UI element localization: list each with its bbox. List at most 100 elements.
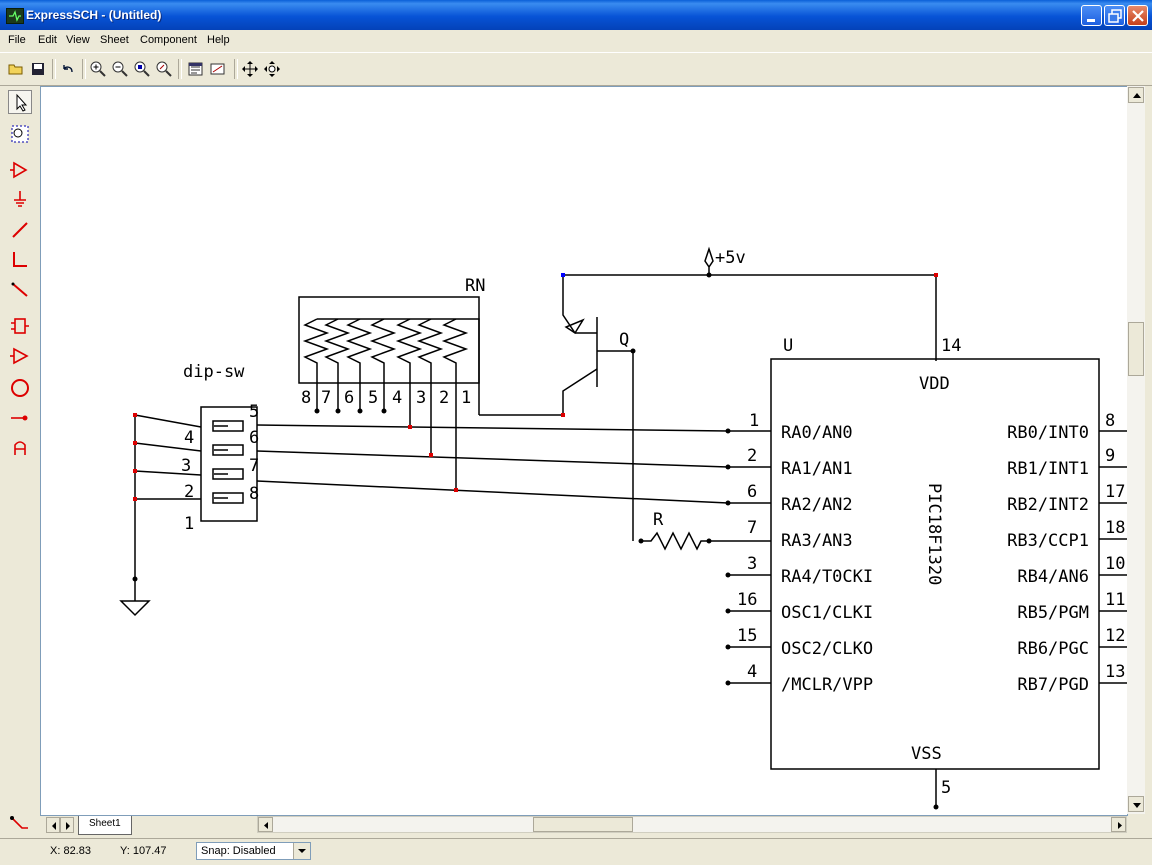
tool-palette: [2, 88, 36, 818]
pin-number: 17: [1105, 482, 1125, 502]
menu-edit[interactable]: Edit: [38, 34, 57, 46]
menu-sheet[interactable]: Sheet: [100, 34, 129, 46]
menu-view[interactable]: View: [66, 34, 90, 46]
rn-pin: 6: [344, 388, 354, 408]
scroll-left-button[interactable]: [258, 817, 273, 832]
dip-pin: 8: [249, 484, 259, 504]
schematic-canvas[interactable]: RN 8 7 6 5 4 3 2 1 dip-sw 4 3 2 1 5 6 7 …: [40, 86, 1128, 816]
pin-name: RB7/PGD: [1017, 675, 1089, 695]
vertical-scroll-thumb[interactable]: [1128, 322, 1144, 376]
app-icon[interactable]: [6, 8, 24, 24]
pin-name: RA2/AN2: [781, 495, 853, 515]
rn-pin: 1: [461, 388, 471, 408]
rn-pin: 5: [368, 388, 378, 408]
vdd-label: VDD: [919, 374, 950, 394]
pin-number: 2: [747, 446, 757, 466]
pointer-icon[interactable]: [8, 90, 32, 114]
center-icon[interactable]: [262, 59, 282, 79]
zoom-area-icon[interactable]: [132, 59, 152, 79]
pin-number: 15: [737, 626, 757, 646]
toolbar-separator: [52, 59, 56, 79]
pin-number: 8: [1105, 411, 1115, 431]
pin-name: RA0/AN0: [781, 423, 853, 443]
scroll-up-button[interactable]: [1128, 87, 1144, 103]
pin-icon[interactable]: [8, 406, 32, 430]
menu-help[interactable]: Help: [207, 34, 230, 46]
rn-label: RN: [465, 276, 485, 296]
minimize-button[interactable]: [1081, 5, 1102, 26]
y-coordinate: Y: 107.47: [120, 845, 167, 857]
pin-name: RB0/INT0: [1007, 423, 1089, 443]
properties-icon[interactable]: [186, 59, 206, 79]
x-coordinate: X: 82.83: [50, 845, 91, 857]
scroll-down-button[interactable]: [1128, 796, 1144, 812]
close-button[interactable]: [1127, 5, 1148, 26]
vss-label: VSS: [911, 744, 942, 764]
toolbar: [0, 52, 1152, 86]
r-label: R: [653, 510, 664, 530]
gate-icon[interactable]: [8, 344, 32, 368]
pin-name: RB3/CCP1: [1007, 531, 1089, 551]
pin-number: 11: [1105, 590, 1125, 610]
tab-sheet1[interactable]: Sheet1: [78, 816, 132, 835]
scroll-right-button[interactable]: [1111, 817, 1126, 832]
status-bar: X: 82.83 Y: 107.47 Snap: Disabled: [0, 838, 1152, 865]
pin-name: RA1/AN1: [781, 459, 853, 479]
pin-name: OSC2/CLKO: [781, 639, 873, 659]
menu-file[interactable]: File: [8, 34, 26, 46]
undo-icon[interactable]: [58, 59, 78, 79]
ground-icon[interactable]: [8, 188, 32, 212]
route-icon[interactable]: [8, 814, 32, 834]
pin-name: RB5/PGM: [1017, 603, 1089, 623]
title-bar: ExpressSCH - (Untitled): [0, 0, 1152, 30]
restore-button[interactable]: [1104, 5, 1125, 26]
power-label: +5v: [715, 248, 746, 268]
rn-pin: 4: [392, 388, 402, 408]
pin-number: 13: [1105, 662, 1125, 682]
tab-next-button[interactable]: [60, 817, 74, 833]
pin-number: 7: [747, 518, 757, 538]
buffer-icon[interactable]: [8, 158, 32, 182]
menu-component[interactable]: Component: [140, 34, 197, 46]
dip-pin: 4: [184, 428, 194, 448]
pin-number: 1: [749, 411, 759, 431]
menu-bar: File Edit View Sheet Component Help: [0, 30, 1152, 50]
vertical-scrollbar[interactable]: [1127, 86, 1145, 814]
pin-name: RB2/INT2: [1007, 495, 1089, 515]
window-title: ExpressSCH - (Untitled): [26, 8, 162, 22]
sheet-bar: Sheet1: [0, 814, 1152, 838]
part-icon[interactable]: [8, 314, 32, 338]
tab-prev-button[interactable]: [46, 817, 60, 833]
diagonal-wire-icon[interactable]: [8, 278, 32, 302]
save-icon[interactable]: [28, 59, 48, 79]
horizontal-scrollbar[interactable]: [257, 816, 1127, 833]
chevron-down-icon[interactable]: [293, 843, 310, 859]
zoom-fit-icon[interactable]: [154, 59, 174, 79]
dip-pin: 2: [184, 482, 194, 502]
pin-number: 3: [747, 554, 757, 574]
pin-name: /MCLR/VPP: [781, 675, 873, 695]
circle-icon[interactable]: [8, 376, 32, 400]
toolbar-separator: [82, 59, 86, 79]
open-icon[interactable]: [6, 59, 26, 79]
pin-number: 6: [747, 482, 757, 502]
select-area-icon[interactable]: [8, 122, 32, 146]
zoom-out-icon[interactable]: [110, 59, 130, 79]
toolbar-separator: [178, 59, 182, 79]
pin-name: RA3/AN3: [781, 531, 853, 551]
pin-number: 9: [1105, 446, 1115, 466]
corner-wire-icon[interactable]: [8, 248, 32, 272]
dip-pin: 3: [181, 456, 191, 476]
dip-label: dip-sw: [183, 362, 245, 382]
component-icon[interactable]: [208, 59, 228, 79]
horizontal-scroll-thumb[interactable]: [533, 817, 633, 832]
text-icon[interactable]: [8, 436, 32, 460]
q-label: Q: [619, 330, 629, 350]
pin-number: 10: [1105, 554, 1125, 574]
schematic-drawing: RN 8 7 6 5 4 3 2 1 dip-sw 4 3 2 1 5 6 7 …: [119, 246, 1127, 810]
snap-select[interactable]: Snap: Disabled: [196, 842, 311, 860]
vss-pin-number: 5: [941, 778, 951, 798]
pan-icon[interactable]: [240, 59, 260, 79]
zoom-in-icon[interactable]: [88, 59, 108, 79]
wire-icon[interactable]: [8, 218, 32, 242]
